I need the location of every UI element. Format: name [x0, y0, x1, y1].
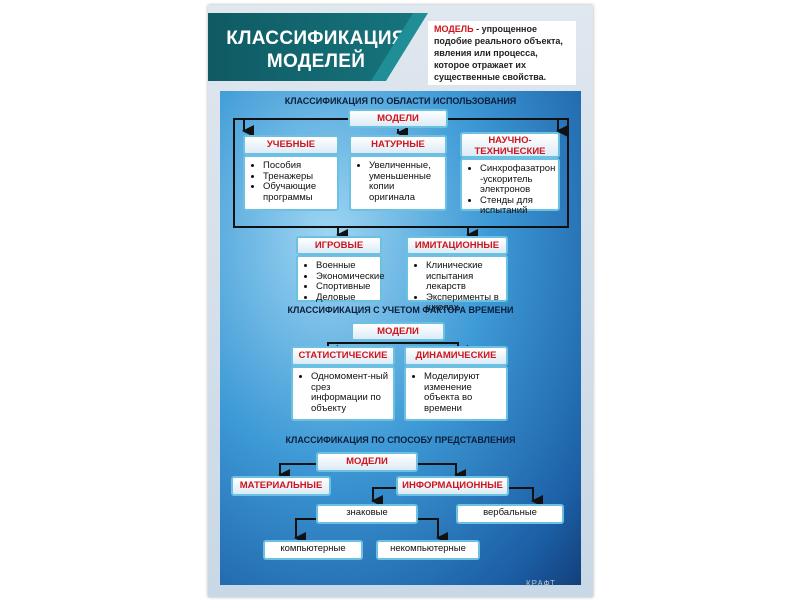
- verbal-box: вербальные: [456, 504, 564, 524]
- category-scientific-header: НАУЧНО-ТЕХНИЧЕСКИЕ: [460, 132, 560, 158]
- list-item: Моделируют изменение объекта во времени: [424, 371, 502, 414]
- title-line-1: КЛАССИФИКАЦИЯ: [226, 28, 406, 49]
- definition-term: МОДЕЛЬ: [434, 24, 474, 34]
- list-item: Стенды для испытаний: [480, 195, 554, 217]
- list-item: Эксперименты в школах: [426, 292, 502, 314]
- category-simulation-header: ИМИТАЦИОННЫЕ: [406, 236, 508, 255]
- sign-box: знаковые: [316, 504, 418, 524]
- list-item: Клинические испытания лекарств: [426, 260, 502, 293]
- category-natural-header: НАТУРНЫЕ: [349, 135, 447, 155]
- computer-box: компьютерные: [263, 540, 363, 560]
- title-line-2: МОДЕЛЕЙ: [266, 51, 366, 72]
- category-simulation-list: Клинические испытания лекарств Экспериме…: [406, 255, 508, 313]
- section-2-root-box: МОДЕЛИ: [351, 322, 445, 341]
- category-dynamic-list: Моделируют изменение объекта во времени: [404, 366, 508, 421]
- list-item: Пособия: [263, 160, 333, 172]
- category-static-header: СТАТИСТИЧЕСКИЕ: [291, 346, 395, 366]
- list-item: Спортивные: [316, 281, 376, 293]
- category-scientific-list: Синхрофазатрон -ускоритель электронов Ст…: [460, 158, 560, 216]
- list-item: Экономические: [316, 271, 384, 283]
- definition-box: МОДЕЛЬ - упрощенное подобие реального об…: [428, 21, 576, 85]
- category-static-list: Одномомент-ный срез информации по объект…: [291, 366, 395, 421]
- section-2-title: КЛАССИФИКАЦИЯ С УЧЕТОМ ФАКТОРА ВРЕМЕНИ: [287, 305, 514, 315]
- section-1-title: КЛАССИФИКАЦИЯ ПО ОБЛАСТИ ИСПОЛЬЗОВАНИЯ: [284, 96, 517, 106]
- section-1-root-box: МОДЕЛИ: [348, 109, 448, 128]
- watermark-logo: КРАФТ: [526, 579, 557, 588]
- category-game-header: ИГРОВЫЕ: [296, 236, 382, 255]
- noncomputer-box: некомпьютерные: [376, 540, 480, 560]
- list-item: Синхрофазатрон -ускоритель электронов: [480, 163, 555, 196]
- category-educational-list: Пособия Тренажеры Обучающие программы: [243, 155, 339, 211]
- list-item: Обучающие программы: [263, 181, 333, 203]
- category-dynamic-header: ДИНАМИЧЕСКИЕ: [404, 346, 508, 366]
- poster: КЛАССИФИКАЦИЯ МОДЕЛЕЙ МОДЕЛЬ - упрощенно…: [208, 5, 593, 597]
- section-3-root-box: МОДЕЛИ: [316, 452, 418, 472]
- list-item: Деловые: [316, 292, 376, 304]
- category-educational-header: УЧЕБНЫЕ: [243, 135, 339, 155]
- definition-text: - упрощенное подобие реального объекта, …: [434, 24, 563, 82]
- list-item: Военные: [316, 260, 376, 272]
- list-item: Одномомент-ный срез информации по объект…: [311, 371, 389, 414]
- informational-box: ИНФОРМАЦИОННЫЕ: [396, 476, 509, 496]
- list-item: Увеличенные, уменьшенные копии оригинала: [369, 160, 441, 203]
- category-game-list: Военные Экономические Спортивные Деловые: [296, 255, 384, 304]
- category-natural-list: Увеличенные, уменьшенные копии оригинала: [349, 155, 447, 211]
- list-item: Тренажеры: [263, 171, 333, 183]
- section-3-title: КЛАССИФИКАЦИЯ ПО СПОСОБУ ПРЕДСТАВЛЕНИЯ: [285, 435, 516, 445]
- material-box: МАТЕРИАЛЬНЫЕ: [231, 476, 331, 496]
